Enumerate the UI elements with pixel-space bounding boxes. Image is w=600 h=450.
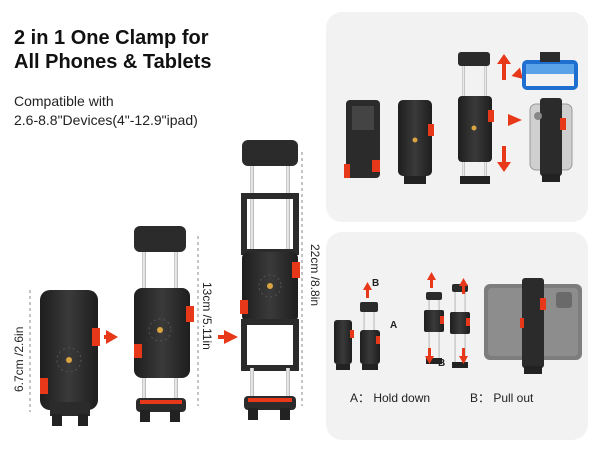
arrow-label-b-bottom: B (438, 358, 446, 369)
headline: 2 in 1 One Clamp for All Phones & Tablet… (14, 26, 304, 74)
headline-line-2: All Phones & Tablets (14, 51, 212, 73)
headline-line-1: 2 in 1 One Clamp for (14, 27, 209, 49)
dimension-short: 6.7cm /2.6in (12, 326, 26, 392)
clamp-extended (240, 140, 300, 420)
arrow-right-icon (224, 330, 238, 344)
dimension-long: 22cm /8.8in (308, 244, 322, 307)
legend-pull-out: B： Pull out (470, 391, 534, 405)
dimension-medium: 13cm /5.11in (200, 282, 214, 350)
legend-hold-down: A： Hold down (350, 391, 431, 405)
arrow-label-a: A (390, 320, 398, 331)
clamp-medium (134, 226, 194, 422)
clamp-collapsed (40, 290, 100, 426)
tablet-panel-clamps (334, 272, 582, 374)
arrow-label-b-top: B (372, 278, 380, 289)
arrow-right-icon (106, 330, 118, 344)
compatibility-line-2: 2.6-8.8"Devices(4"-12.9"ipad) (14, 112, 198, 128)
compatibility-line-1: Compatible with (14, 93, 114, 109)
arrow-right-icon (508, 114, 522, 126)
compatibility-text: Compatible with 2.6-8.8"Devices(4"-12.9"… (14, 92, 314, 130)
phone-panel-clamps (344, 52, 578, 184)
